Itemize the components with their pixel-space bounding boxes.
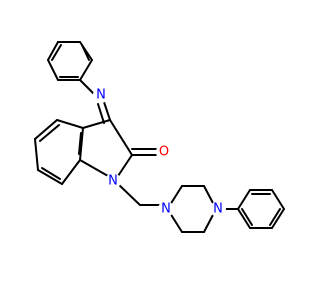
molecule-structure: N O N N N <box>34 41 285 233</box>
atom-label-n-indole: N <box>108 174 118 189</box>
atom-labels: N O N N N <box>93 87 226 217</box>
bond-lines <box>34 41 285 233</box>
atom-n-piperazine-1: N <box>158 201 174 217</box>
atom-n-indole: N <box>105 173 121 189</box>
atom-label-n-imine: N <box>96 88 106 103</box>
atom-o-carbonyl: O <box>156 144 172 160</box>
atom-label-n-piperazine-4: N <box>213 202 223 217</box>
bottom-phenyl-ring <box>237 189 285 229</box>
piperazine-ring <box>169 185 215 233</box>
atom-n-piperazine-4: N <box>210 201 226 217</box>
atom-label-o-carbonyl: O <box>159 145 169 160</box>
top-phenyl-ring <box>47 41 93 81</box>
atom-label-n-piperazine-1: N <box>161 202 171 217</box>
atom-n-imine: N <box>93 87 109 103</box>
indolinone-five-ring <box>79 119 133 177</box>
benzo-ring <box>34 119 84 185</box>
